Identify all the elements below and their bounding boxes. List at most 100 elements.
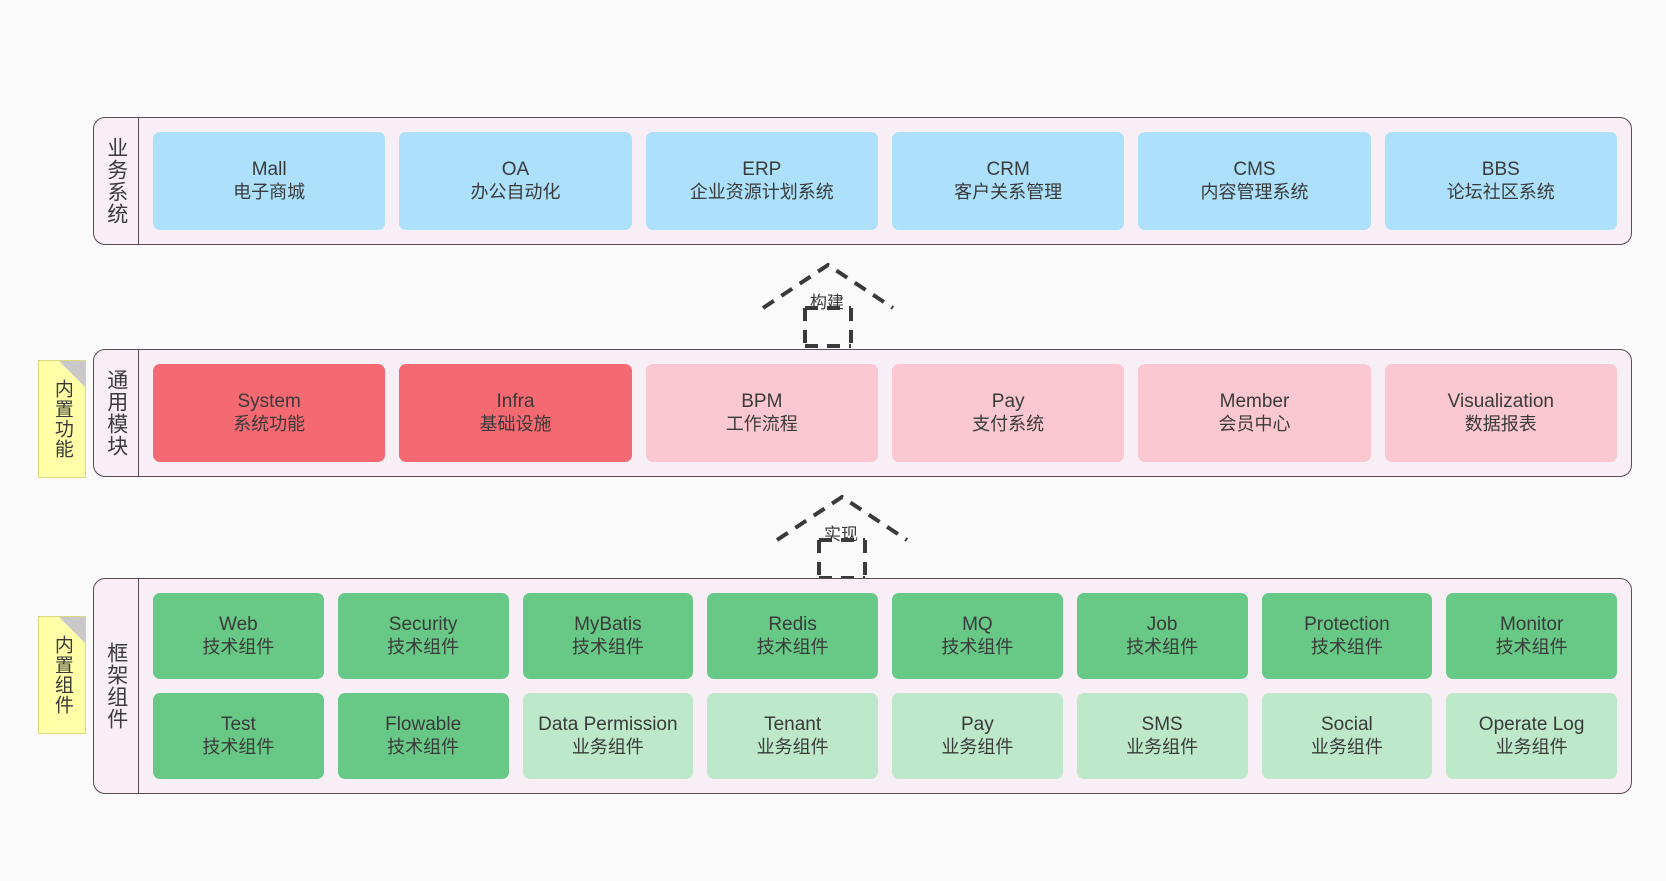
connector-build-label: 构建 bbox=[810, 293, 844, 312]
component-description: 技术组件 bbox=[202, 736, 275, 757]
component-description: 业务组件 bbox=[1495, 736, 1568, 757]
component-name: Test bbox=[220, 714, 256, 736]
component-name: Flowable bbox=[385, 714, 462, 736]
layer-label-framework-components: 框架组件 bbox=[94, 579, 139, 793]
implement-arrow-icon bbox=[775, 494, 909, 580]
component-name: MyBatis bbox=[574, 614, 642, 636]
component-name: ERP bbox=[742, 159, 782, 181]
component-name: Monitor bbox=[1499, 614, 1564, 636]
component-description: 业务组件 bbox=[756, 736, 829, 757]
component-description: 内容管理系统 bbox=[1200, 181, 1309, 202]
component-name: BPM bbox=[741, 391, 783, 413]
component-description: 数据报表 bbox=[1464, 413, 1537, 434]
layer-label-common-modules: 通用模块 bbox=[94, 350, 139, 476]
component-description: 基础设施 bbox=[479, 413, 552, 434]
component-description: 支付系统 bbox=[972, 413, 1045, 434]
component-name: CMS bbox=[1233, 159, 1276, 181]
component-name: Infra bbox=[496, 391, 535, 413]
component-description: 技术组件 bbox=[202, 636, 275, 657]
component-name: MQ bbox=[962, 614, 993, 636]
note-fold-corner-icon bbox=[59, 617, 85, 643]
component-name: Pay bbox=[991, 391, 1025, 413]
component-description: 客户关系管理 bbox=[954, 181, 1063, 202]
component-description: 工作流程 bbox=[725, 413, 798, 434]
connector-implement: 实现 bbox=[772, 490, 922, 580]
sticky-note-builtin-components: 内置组件 bbox=[38, 616, 86, 734]
component-description: 会员中心 bbox=[1218, 413, 1291, 434]
component-description: 业务组件 bbox=[1126, 736, 1199, 757]
note-fold-corner-icon bbox=[59, 361, 85, 387]
component-description: 论坛社区系统 bbox=[1446, 181, 1555, 202]
component-description: 办公自动化 bbox=[470, 181, 561, 202]
component-description: 系统功能 bbox=[233, 413, 306, 434]
component-name: Social bbox=[1321, 714, 1373, 736]
component-description: 业务组件 bbox=[1310, 736, 1383, 757]
component-name: Protection bbox=[1304, 614, 1390, 636]
component-description: 技术组件 bbox=[756, 636, 829, 657]
component-description: 业务组件 bbox=[941, 736, 1014, 757]
component-description: 技术组件 bbox=[387, 736, 460, 757]
component-name: Operate Log bbox=[1478, 714, 1585, 736]
component-description: 技术组件 bbox=[571, 636, 644, 657]
component-name: Web bbox=[219, 614, 258, 636]
component-description: 技术组件 bbox=[1126, 636, 1199, 657]
component-description: 技术组件 bbox=[941, 636, 1014, 657]
component-name: SMS bbox=[1141, 714, 1183, 736]
component-name: Job bbox=[1146, 614, 1178, 636]
component-description: 业务组件 bbox=[571, 736, 644, 757]
sticky-note-builtin-components-label: 内置组件 bbox=[51, 635, 73, 715]
layer-label-business-systems: 业务系统 bbox=[94, 118, 139, 244]
component-description: 企业资源计划系统 bbox=[689, 181, 834, 202]
component-name: Security bbox=[388, 614, 458, 636]
sticky-note-builtin-features: 内置功能 bbox=[38, 360, 86, 478]
component-name: Tenant bbox=[764, 714, 822, 736]
connector-build: 构建 bbox=[758, 258, 908, 348]
component-name: CRM bbox=[986, 159, 1030, 181]
component-name: System bbox=[237, 391, 301, 413]
component-name: Member bbox=[1219, 391, 1290, 413]
component-name: OA bbox=[501, 159, 530, 181]
connector-implement-label: 实现 bbox=[824, 525, 858, 544]
component-name: BBS bbox=[1481, 159, 1520, 181]
build-arrow-icon bbox=[761, 262, 895, 348]
component-name: Redis bbox=[768, 614, 817, 636]
